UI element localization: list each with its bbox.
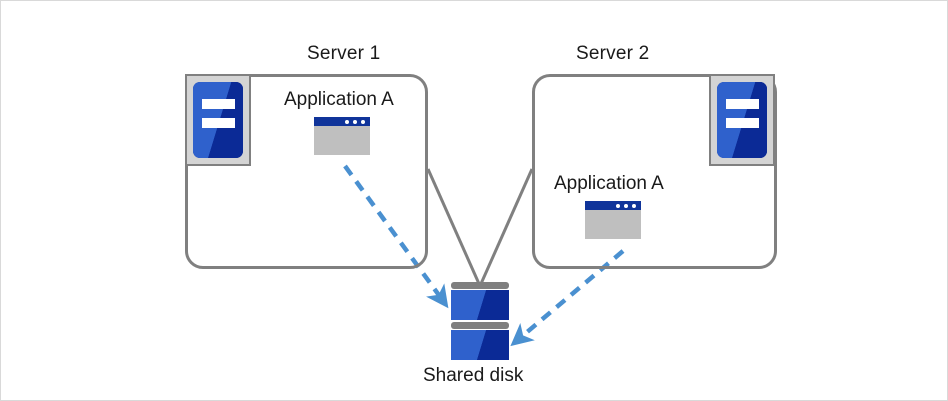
window-dot-icon: [632, 203, 636, 208]
disk-cap: [451, 282, 509, 289]
server-2-application-label: Application A: [554, 173, 664, 194]
application-window-icon: [314, 117, 370, 155]
disk-stack-icon: [451, 282, 509, 360]
server-1-group-box[interactable]: [185, 74, 428, 269]
server-icon-bar-top: [202, 99, 235, 109]
window-dot-icon: [624, 203, 628, 208]
server-machine-icon: [185, 74, 251, 166]
server-icon-body: [193, 82, 243, 158]
window-dot-icon: [353, 119, 357, 124]
disk-unit: [451, 282, 509, 320]
application-window-icon: [585, 201, 641, 239]
server-machine-icon: [709, 74, 775, 166]
server-2-group-box[interactable]: [532, 74, 777, 269]
disk-body: [451, 290, 509, 320]
disk-unit: [451, 322, 509, 360]
disk-cap: [451, 322, 509, 329]
server-1-title: Server 1: [307, 43, 381, 64]
server-icon-bar-bottom: [726, 118, 759, 128]
window-dot-icon: [361, 119, 365, 124]
server-icon-bar-top: [726, 99, 759, 109]
server2-to-disk-link: [478, 168, 534, 287]
server-2-title: Server 2: [576, 43, 650, 64]
server-icon-bar-bottom: [202, 118, 235, 128]
disk-body: [451, 330, 509, 360]
application-window-titlebar: [585, 201, 641, 210]
server-1-application-label: Application A: [284, 89, 394, 110]
window-dot-icon: [616, 203, 620, 208]
server-icon-body: [717, 82, 767, 158]
shared-disk-label: Shared disk: [423, 365, 524, 386]
application-window-titlebar: [314, 117, 370, 126]
server1-to-disk-link: [426, 168, 482, 287]
window-dot-icon: [345, 119, 349, 124]
